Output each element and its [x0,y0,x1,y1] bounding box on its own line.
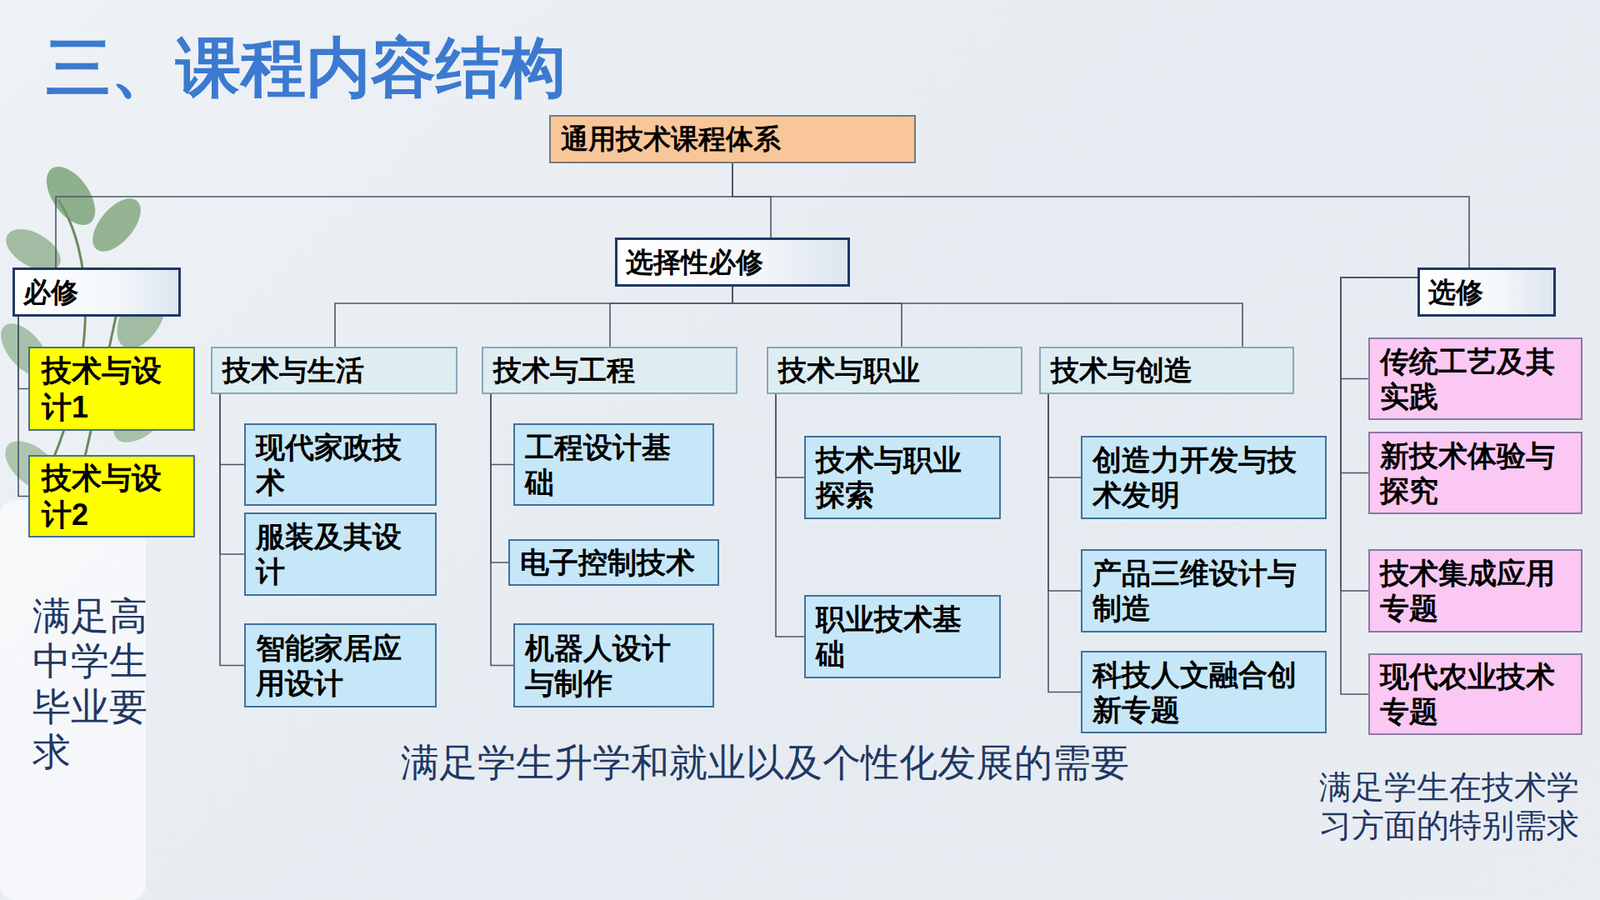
course-box: 工程设计基础 [513,423,715,506]
connector [220,394,245,666]
elective-course: 现代农业技术专题 [1368,653,1583,735]
course-box: 技术与职业探索 [804,435,1001,520]
course-box: 创造力开发与技术发明 [1080,435,1327,520]
course-box: 服装及其设计 [244,512,437,596]
box-text: 通用技术课程体系 [560,122,915,156]
connector [775,394,805,637]
leaf [83,190,150,260]
box-text: 电子控制技术 [520,545,711,580]
connector [1048,394,1081,478]
connector [610,286,733,347]
box-text: 技术与生活 [222,353,456,388]
slide-title: 三、课程内容结构 [45,35,566,100]
box-text: 传统工艺及其实践 [1380,344,1568,415]
connector [18,316,29,390]
leaf [36,158,105,235]
course-box: 科技人文融合创新专题 [1080,650,1327,734]
course-group: 技术与创造 [1039,346,1295,395]
elective-course: 传统工艺及其实践 [1368,337,1583,420]
course-group: 技术与生活 [210,346,458,395]
course-box: 机器人设计与制作 [513,623,715,708]
box-text: 选修 [1428,275,1554,310]
connector [732,163,771,238]
course-box: 职业技术基础 [804,595,1001,679]
connector [18,316,29,497]
connector [490,394,509,563]
course-box: 现代家政技术 [244,423,437,506]
box-text: 技术与创造 [1050,353,1293,388]
box-text: 创造力开发与技术发明 [1092,442,1305,513]
box-text: 新技术体验与探究 [1380,438,1568,509]
connector [220,394,245,555]
course-group: 技术与工程 [481,346,738,395]
connector [1048,394,1081,591]
course-box: 产品三维设计与制造 [1080,549,1327,633]
elective-course: 技术集成应用专题 [1368,549,1583,633]
box-text: 现代农业技术专题 [1380,659,1568,730]
box-text: 技术与职业 [778,353,1021,388]
box-text: 服装及其设计 [255,519,415,590]
category-header: 选择性必修 [615,237,850,287]
box-text: 技术与工程 [493,353,736,388]
note-text: 满足学生升学和就业以及个性化发展的需要 [400,740,1201,785]
note-text: 满足高中学生毕业要求 [32,593,158,775]
note-text: 满足学生在技术学习方面的特别需求 [1319,768,1595,845]
box-text: 选择性必修 [625,245,848,280]
connector [220,394,245,465]
box-text: 技术集成应用专题 [1380,555,1568,626]
connector [335,286,733,347]
required-course: 技术与设计2 [28,455,195,538]
elective-course: 新技术体验与探究 [1368,431,1583,515]
connector [490,394,514,666]
box-text: 技术与职业探索 [815,442,980,513]
connector [732,286,902,347]
connector [732,286,1243,347]
course-box: 智能家居应用设计 [244,623,437,708]
box-text: 智能家居应用设计 [255,630,415,701]
box-text: 产品三维设计与制造 [1092,555,1305,626]
course-group: 技术与职业 [766,346,1023,395]
box-text: 技术与设计1 [41,352,169,425]
connector [1048,394,1081,693]
box-text: 机器人设计与制作 [525,630,693,701]
box-text: 工程设计基础 [525,430,693,500]
connector [490,394,514,465]
root-box: 通用技术课程体系 [549,115,916,164]
course-box: 电子控制技术 [508,539,720,586]
category-header: 必修 [12,267,181,317]
box-text: 必修 [23,275,179,310]
connector [775,394,805,478]
required-course: 技术与设计1 [28,346,195,431]
category-header: 选修 [1417,267,1556,317]
box-text: 技术与设计2 [41,460,169,532]
box-text: 职业技术基础 [815,601,980,672]
box-text: 现代家政技术 [255,430,415,500]
box-text: 科技人文融合创新专题 [1092,657,1305,728]
